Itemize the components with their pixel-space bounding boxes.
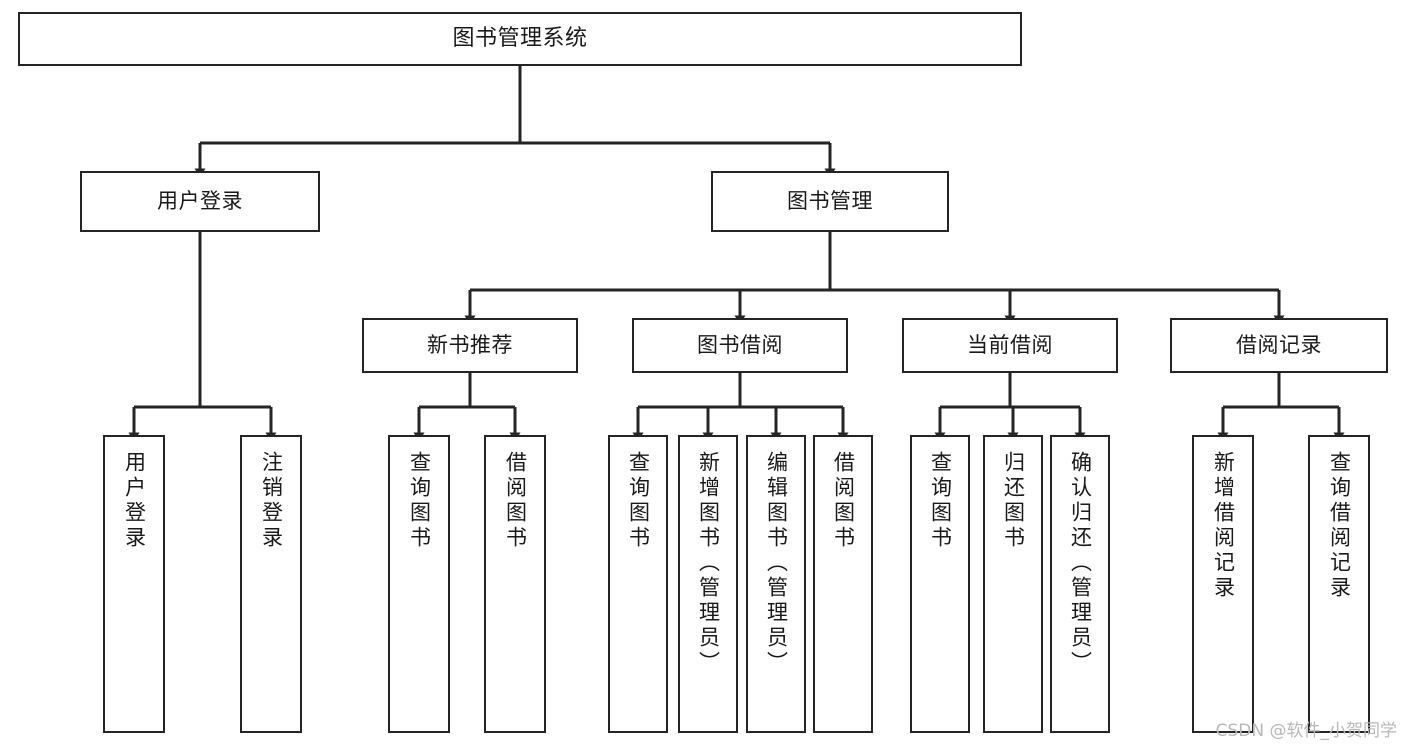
node-label: 新增借阅记录 — [1211, 451, 1236, 601]
leaf-node-leaf-user-login[interactable]: 用户登录 — [103, 435, 165, 733]
node-label: 查询图书 — [626, 451, 651, 551]
leaf-node-leaf-query-book-rec[interactable]: 查询图书 — [388, 435, 450, 733]
submodule-node-borrow-record[interactable]: 借阅记录 — [1170, 318, 1388, 373]
node-label: 查询借阅记录 — [1327, 451, 1352, 601]
leaf-node-leaf-edit-book-admin[interactable]: 编辑图书（管理员） — [746, 435, 806, 733]
root-node-root[interactable]: 图书管理系统 — [18, 12, 1022, 66]
node-label: 查询图书 — [407, 451, 432, 551]
leaf-node-leaf-query-book-borrow[interactable]: 查询图书 — [608, 435, 668, 733]
module-node-book-manage[interactable]: 图书管理 — [711, 171, 949, 232]
node-label: 借阅记录 — [1236, 333, 1322, 358]
csdn-watermark: CSDN @软件_小贺同学 — [1215, 721, 1397, 741]
node-label: 注销登录 — [259, 451, 284, 551]
submodule-node-book-borrow[interactable]: 图书借阅 — [632, 318, 848, 373]
node-label: 用户登录 — [122, 451, 147, 551]
leaf-node-leaf-query-borrow-record[interactable]: 查询借阅记录 — [1308, 435, 1370, 733]
node-label: 编辑图书（管理员） — [764, 451, 789, 676]
leaf-node-leaf-logout[interactable]: 注销登录 — [240, 435, 302, 733]
node-label: 归还图书 — [1001, 451, 1026, 551]
leaf-node-leaf-query-book-current[interactable]: 查询图书 — [910, 435, 970, 733]
leaf-node-leaf-add-borrow-record[interactable]: 新增借阅记录 — [1192, 435, 1254, 733]
node-label: 新书推荐 — [427, 333, 513, 358]
node-label: 新增图书（管理员） — [696, 451, 721, 676]
node-label: 查询图书 — [928, 451, 953, 551]
node-label: 借阅图书 — [503, 451, 528, 551]
leaf-node-leaf-return-book[interactable]: 归还图书 — [983, 435, 1043, 733]
node-label: 用户登录 — [157, 189, 243, 214]
node-label: 图书借阅 — [697, 333, 783, 358]
submodule-node-new-book-recommend[interactable]: 新书推荐 — [362, 318, 578, 373]
node-label: 图书管理系统 — [452, 26, 588, 52]
node-label: 借阅图书 — [831, 451, 856, 551]
node-label: 当前借阅 — [967, 333, 1053, 358]
leaf-node-leaf-confirm-return-admin[interactable]: 确认归还（管理员） — [1050, 435, 1110, 733]
leaf-node-leaf-add-book-admin[interactable]: 新增图书（管理员） — [678, 435, 738, 733]
node-label: 确认归还（管理员） — [1068, 451, 1093, 676]
submodule-node-current-borrow[interactable]: 当前借阅 — [902, 318, 1118, 373]
node-label: 图书管理 — [787, 189, 873, 214]
module-node-user-login[interactable]: 用户登录 — [80, 171, 320, 232]
leaf-node-leaf-borrow-book[interactable]: 借阅图书 — [813, 435, 873, 733]
leaf-node-leaf-borrow-book-rec[interactable]: 借阅图书 — [484, 435, 546, 733]
